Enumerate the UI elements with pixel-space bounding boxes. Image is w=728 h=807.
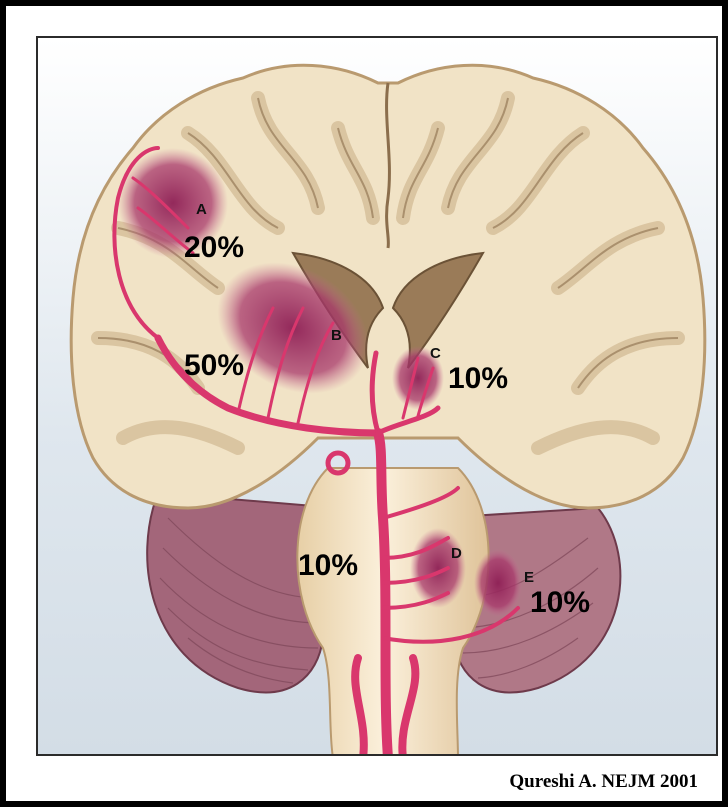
region-letter-e: E bbox=[524, 570, 534, 585]
region-b-percent: 50% bbox=[184, 351, 244, 381]
region-c-percent: 10% bbox=[448, 364, 508, 394]
brain-coronal-section-illustration bbox=[38, 38, 718, 756]
region-letter-b: B bbox=[331, 328, 342, 343]
region-letter-c: C bbox=[430, 346, 441, 361]
region-a-percent: 20% bbox=[184, 233, 244, 263]
region-letter-d: D bbox=[451, 546, 462, 561]
cerebrum bbox=[71, 65, 705, 508]
region-letter-a: A bbox=[196, 202, 207, 217]
region-d-percent: 10% bbox=[298, 551, 358, 581]
illustration-panel: A B C D E 20% 50% 10% 10% 10% bbox=[36, 36, 718, 756]
region-e-percent: 10% bbox=[530, 588, 590, 618]
citation-text: Qureshi A. NEJM 2001 bbox=[509, 771, 698, 793]
brainstem bbox=[297, 468, 488, 756]
